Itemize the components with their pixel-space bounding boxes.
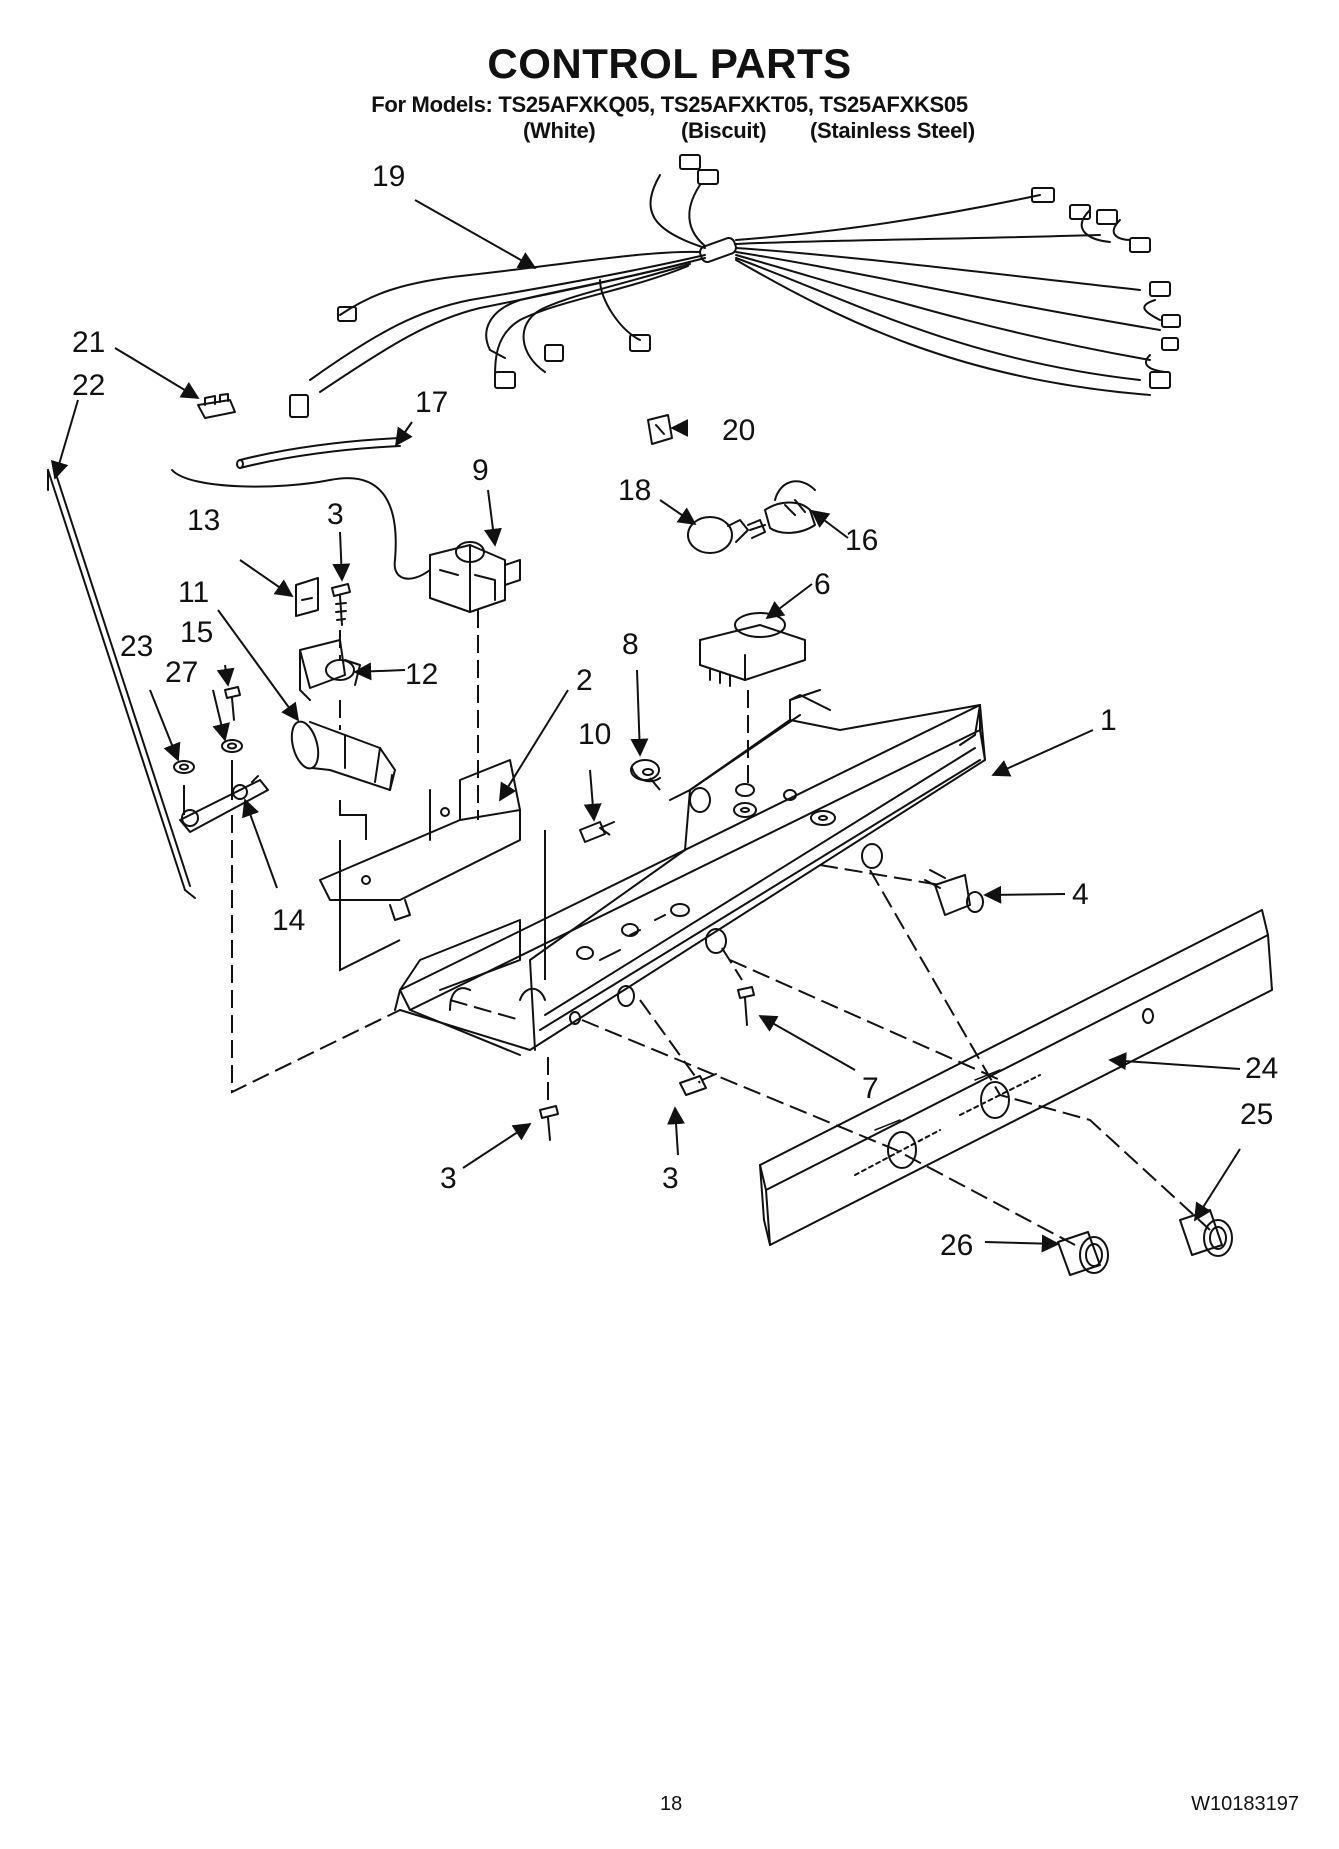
models-line: For Models: TS25AFXKQ05, TS25AFXKT05, TS… xyxy=(371,92,968,117)
callout-24: 24 xyxy=(1245,1052,1278,1085)
callout-11: 11 xyxy=(178,576,209,609)
callout-27: 27 xyxy=(165,656,198,689)
page-number: 18 xyxy=(660,1793,683,1815)
control-housing xyxy=(394,689,986,1056)
leader-arrows xyxy=(50,199,1241,1253)
color-label-biscuit: (Biscuit) xyxy=(681,118,767,143)
washer xyxy=(173,760,195,774)
callout-3-lower-left: 3 xyxy=(440,1162,457,1195)
light-bulb xyxy=(687,516,766,554)
callout-6: 6 xyxy=(814,568,831,601)
callout-18: 18 xyxy=(618,474,651,507)
callout-12: 12 xyxy=(405,658,438,691)
screw xyxy=(579,821,615,843)
page-title: CONTROL PARTS xyxy=(487,40,852,87)
callout-3-upper: 3 xyxy=(327,498,344,531)
callout-labels: 1 2 3 3 3 3 4 6 7 8 9 10 11 12 13 14 15 … xyxy=(72,160,1278,1262)
callout-15: 15 xyxy=(180,616,213,649)
alignment-lines xyxy=(231,610,1211,1246)
document-number: W10183197 xyxy=(1191,1793,1299,1815)
callout-14: 14 xyxy=(272,904,305,937)
color-label-stainless: (Stainless Steel) xyxy=(810,118,975,143)
control-bracket xyxy=(299,639,361,701)
defrost-timer xyxy=(699,612,806,687)
wire-harness xyxy=(289,154,1181,418)
callout-16: 16 xyxy=(845,524,878,557)
callout-4: 4 xyxy=(1072,878,1089,911)
callout-7: 7 xyxy=(862,1072,879,1105)
callout-21: 21 xyxy=(72,326,105,359)
callout-26: 26 xyxy=(940,1229,973,1262)
control-panel xyxy=(759,909,1273,1246)
callout-13: 13 xyxy=(187,504,220,537)
housing-bracket xyxy=(319,759,521,921)
callout-17: 17 xyxy=(415,386,448,419)
lever-arm xyxy=(179,775,269,833)
bracket-plate xyxy=(295,577,319,617)
callout-9: 9 xyxy=(472,454,489,487)
grommet xyxy=(630,759,661,783)
screw xyxy=(679,1073,717,1096)
tube-part xyxy=(236,437,401,469)
callout-20: 20 xyxy=(722,414,755,447)
guide-lines xyxy=(183,760,546,980)
callout-3-lower-right: 3 xyxy=(662,1162,679,1195)
callout-19: 19 xyxy=(372,160,405,193)
callout-25: 25 xyxy=(1240,1098,1273,1131)
callout-23: 23 xyxy=(120,630,153,663)
screw-washer xyxy=(221,686,243,753)
switch-part xyxy=(647,414,673,445)
clip-part xyxy=(197,393,236,419)
callout-2: 2 xyxy=(576,664,593,697)
lamp-socket xyxy=(749,480,816,534)
callout-22: 22 xyxy=(72,369,105,402)
knob xyxy=(1057,1231,1109,1276)
callout-8: 8 xyxy=(622,628,639,661)
callout-10: 10 xyxy=(578,718,611,751)
control-shaft xyxy=(290,720,396,791)
damper-control xyxy=(429,541,521,613)
callout-1: 1 xyxy=(1100,704,1117,737)
rod-part xyxy=(47,467,196,899)
screw xyxy=(331,583,351,626)
screw xyxy=(539,1105,559,1141)
screw xyxy=(737,986,755,1026)
color-label-white: (White) xyxy=(523,118,596,143)
switch-part xyxy=(924,869,984,916)
knob xyxy=(1179,1209,1233,1257)
